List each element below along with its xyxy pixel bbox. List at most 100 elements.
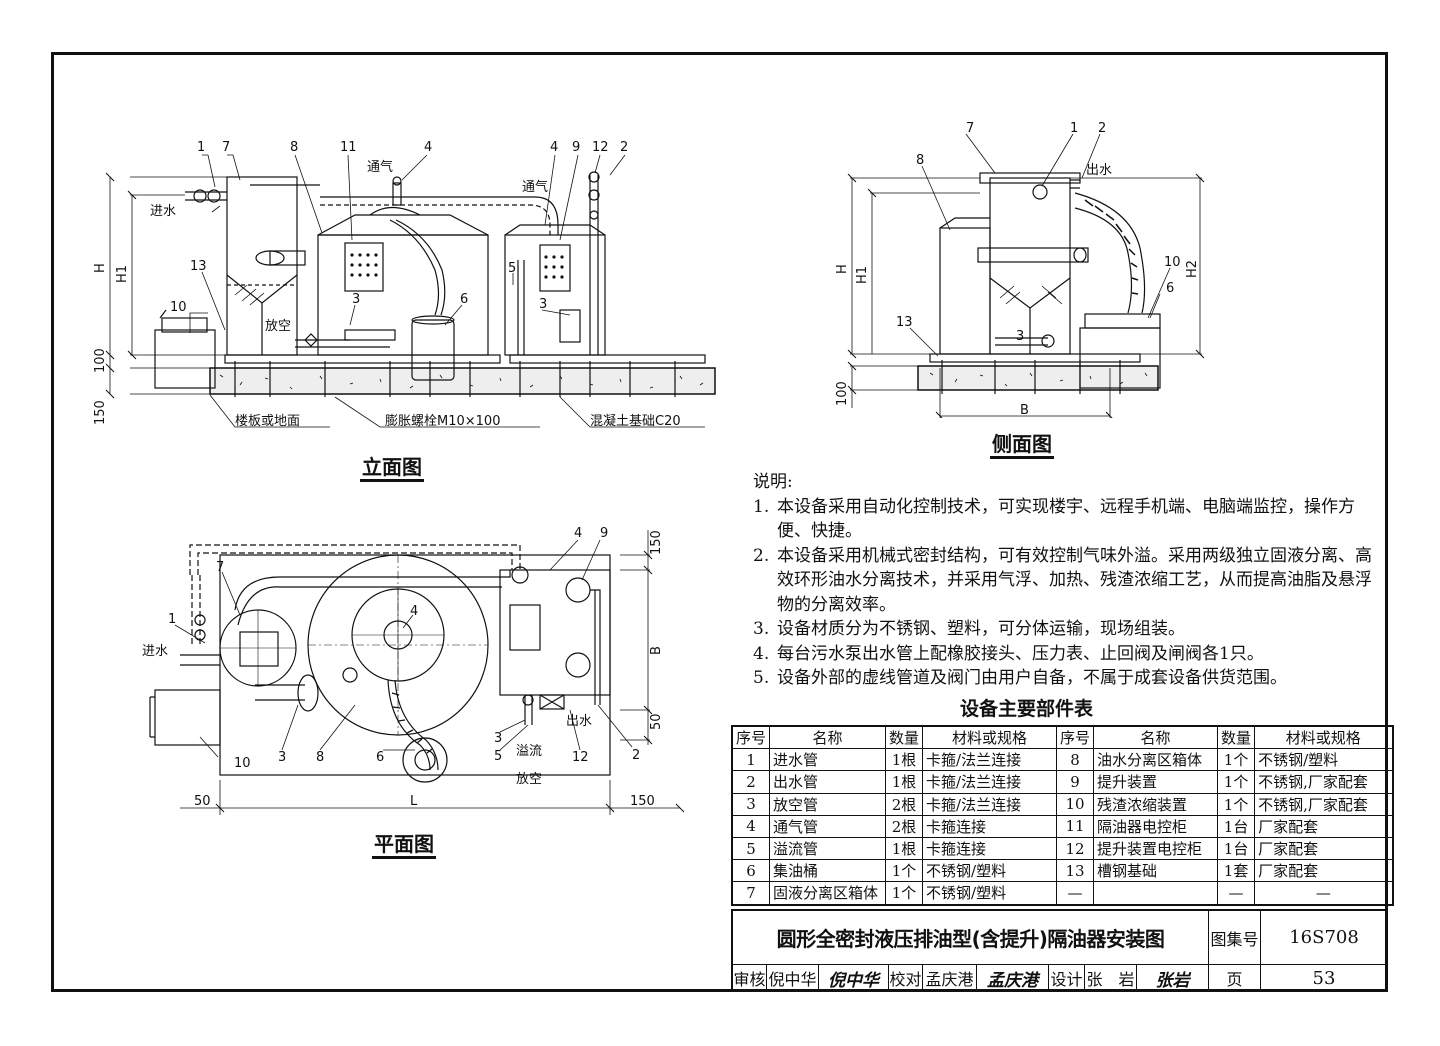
header-cell: 序号 [731,725,771,750]
plan-callout-9: 9 [600,526,608,541]
plan-callout-6: 6 [376,750,384,765]
table-cell: 1根 [885,748,924,772]
side-callout-3: 3 [1016,329,1024,344]
note-number: 5. [753,668,770,688]
notes-heading: 说明: [753,472,793,492]
elev-callout-7: 7 [222,140,230,155]
header-cell: 材料或规格 [1254,725,1394,750]
table-cell: 11 [1056,814,1095,838]
elev-callout-2: 2 [620,140,628,155]
elev-label-bolt: 膨胀螺栓M10×100 [385,414,500,429]
note-item: 1. 本设备采用自动化控制技术，可实现楼宇、远程手机端、电脑端监控，操作方便、快捷… [753,495,1373,544]
check-label: 校对 [889,965,923,992]
plan-callout-1: 1 [168,612,176,627]
table-cell: 提升装置 [1093,770,1219,794]
plan-dim-150-top: 150 [649,530,664,555]
table-cell: 1个 [1217,748,1256,772]
elev-label-vent-top: 通气 [367,159,393,175]
plan-callout-8: 8 [316,750,324,765]
plan-callout-4b: 4 [410,604,418,619]
elev-callout-5: 5 [508,261,516,276]
page-number: 53 [1261,965,1388,992]
note-item: 5.设备外部的虚线管道及阀门由用户自备，不属于成套设备供货范围。 [753,666,1373,691]
table-cell: 2根 [885,792,924,816]
elev-callout-10: 10 [170,300,187,315]
plan-view: 4 9 7 1 4 3 8 6 3 5 12 2 10 进水 出水 溢流 放空 … [142,526,685,815]
elev-callout-12: 12 [592,140,609,155]
header-cell: 材料或规格 [922,725,1058,750]
table-cell [1093,881,1219,905]
header-cell: 数量 [1217,725,1256,750]
table-cell: 卡箍/法兰连接 [922,792,1058,816]
table-cell: 13 [1056,859,1095,883]
table-cell: 9 [1056,770,1095,794]
header-cell: 序号 [1056,725,1095,750]
elev-callout-4b: 4 [550,140,558,155]
table-cell: — [1254,881,1394,905]
table-cell: 固液分离区箱体 [769,881,887,905]
side-view: 7 1 2 8 10 6 13 3 出水 H H1 H2 100 B [835,121,1205,418]
plan-label-inlet: 进水 [142,644,168,659]
table-cell: 不锈钢/塑料 [922,881,1058,905]
side-callout-8: 8 [916,153,924,168]
table-cell: 厂家配套 [1254,814,1394,838]
note-number: 1. [753,496,770,517]
plan-label-drain: 放空 [516,772,542,787]
parts-table-title: 设备主要部件表 [960,698,1094,720]
notes-block: 说明: 1. 本设备采用自动化控制技术，可实现楼宇、远程手机端、电脑端监控，操作方… [753,470,1373,691]
elev-label-drain: 放空 [265,319,291,334]
plan-callout-10: 10 [234,756,251,771]
atlas-number: 16S708 [1261,911,1388,965]
table-cell: 不锈钢,厂家配套 [1254,770,1394,794]
table-cell: 集油桶 [769,859,887,883]
plan-dim-150-right: 150 [630,794,655,809]
atlas-label: 图集号 [1209,911,1261,965]
reviewer-signature: 倪中华 [819,965,889,992]
table-cell: 1根 [885,836,924,861]
elev-label-inlet: 进水 [150,204,176,219]
side-dim-b: B [1020,403,1029,418]
drawing-title: 圆形全密封液压排油型(含提升)隔油器安装图 [733,911,1209,965]
title-block: 圆形全密封液压排油型(含提升)隔油器安装图 图集号 16S708 审核 倪中华 … [731,909,1388,992]
table-cell: 油水分离区箱体 [1093,748,1219,772]
review-label: 审核 [733,965,767,992]
table-cell: 7 [731,881,771,905]
page-label: 页 [1209,965,1261,992]
header-cell: 名称 [769,725,887,750]
side-dim-h2: H2 [1185,260,1200,278]
table-cell: 2 [731,770,771,794]
table-cell: 1套 [1217,859,1256,883]
checker-name: 孟庆港 [923,965,977,992]
note-text: 本设备采用自动化控制技术，可实现楼宇、远程手机端、电脑端监控，操作方便、快捷。 [777,496,1355,542]
plan-title: 平面图 [372,832,436,859]
table-cell: 放空管 [769,792,887,816]
elev-callout-9: 9 [572,140,580,155]
elev-dim-h1: H1 [115,265,130,283]
table-cell: 卡箍/法兰连接 [922,770,1058,794]
side-callout-7: 7 [966,121,974,136]
elev-label-floor: 楼板或地面 [235,414,300,429]
table-cell: 1个 [1217,770,1256,794]
elev-callout-13: 13 [190,259,207,274]
header-cell: 名称 [1093,725,1219,750]
side-dim-h: H [835,264,850,274]
table-cell: 5 [731,836,771,861]
table-cell: — [1217,881,1256,905]
elev-callout-8: 8 [290,140,298,155]
table-cell: 1个 [885,881,924,905]
table-cell: 不锈钢,厂家配套 [1254,792,1394,816]
table-cell: 通气管 [769,814,887,838]
elev-dim-h: H [93,263,108,273]
table-cell: 提升装置电控柜 [1093,836,1219,861]
plan-callout-3a: 3 [278,750,286,765]
side-label-outlet: 出水 [1086,163,1112,178]
header-cell: 数量 [885,725,924,750]
table-cell: 卡箍/法兰连接 [922,748,1058,772]
plan-label-outlet: 出水 [566,714,592,729]
table-cell: 1个 [885,859,924,883]
